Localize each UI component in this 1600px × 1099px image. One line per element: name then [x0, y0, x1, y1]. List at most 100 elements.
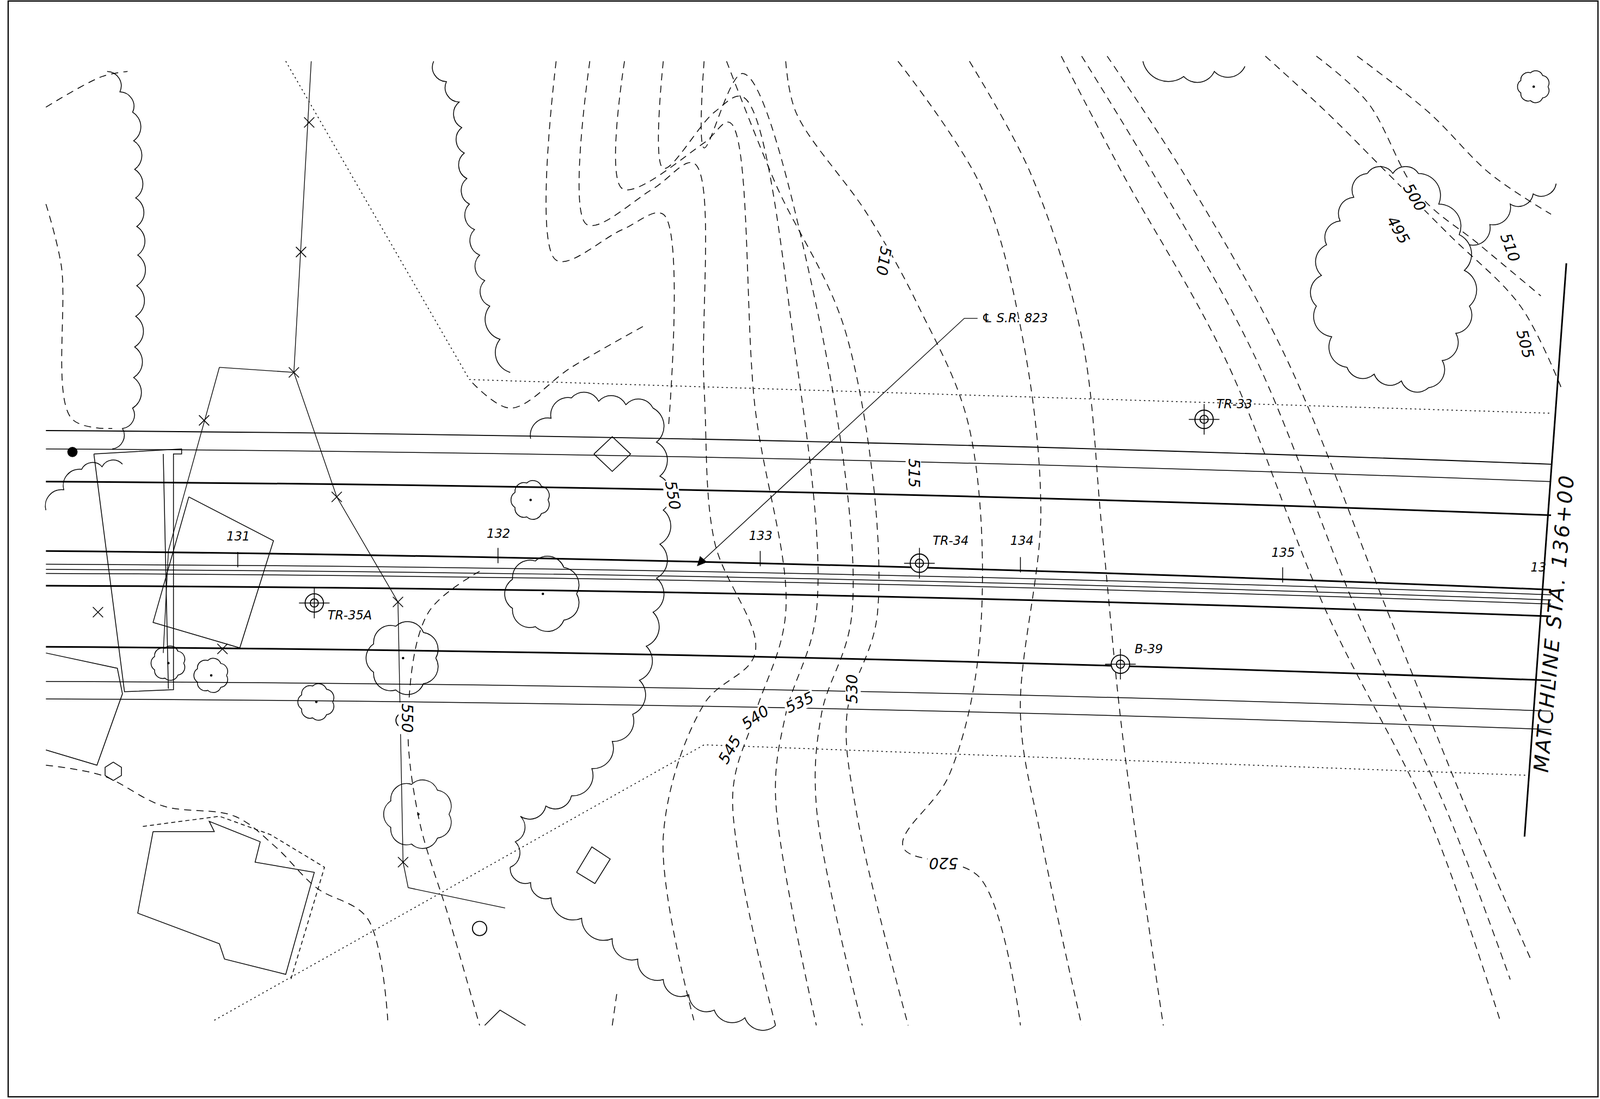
tree-line [107, 71, 146, 450]
contour-label: 515 [905, 457, 922, 489]
property-line [214, 744, 1531, 1021]
tree-trunk [1532, 85, 1535, 88]
utility-pole [472, 921, 487, 936]
fence-line [293, 60, 404, 862]
boring-crosshair [1119, 648, 1121, 680]
contour-label: 505 [1512, 326, 1536, 361]
contour-label: 540 [738, 702, 773, 733]
fence-mark [304, 117, 315, 128]
station-tick [497, 548, 499, 564]
fence-mark [397, 856, 409, 868]
contour-label: 535 [782, 689, 818, 717]
contour-label: 510 [1497, 230, 1523, 266]
road-edge-line [45, 550, 1552, 590]
boring-label: TR-35A [327, 609, 373, 622]
contour-line [785, 60, 1021, 1026]
tree-symbol [1517, 70, 1549, 103]
fence-mark [199, 415, 210, 426]
fence-mark [393, 597, 404, 608]
contour-line [45, 765, 388, 1021]
fence-line [219, 367, 294, 373]
fence-mark [393, 597, 404, 608]
road-edge-line [45, 573, 1552, 604]
boring-crosshair [314, 587, 315, 619]
structure-symbol [484, 1010, 526, 1026]
station-number: 133 [749, 529, 773, 542]
contour-label: 530 [845, 672, 861, 704]
boring-label: B-39 [1134, 642, 1163, 655]
fence-mark [288, 367, 299, 378]
fence-line [402, 862, 505, 909]
tree-line [432, 60, 511, 373]
centerline-label: ℄ S.R. 823 [981, 312, 1048, 325]
fence-mark [93, 607, 104, 618]
fence-mark [397, 856, 409, 868]
contour-line [45, 71, 128, 108]
fence-line [163, 367, 220, 654]
sheet-border [8, 1, 1598, 1097]
contour-line [1061, 56, 1500, 1021]
structure-symbol [593, 436, 631, 472]
station-tick [1020, 556, 1021, 573]
road-edge-line [45, 646, 1552, 681]
contour-line [469, 326, 643, 409]
culvert-outline [163, 454, 169, 689]
contour-line [612, 989, 618, 1026]
contour-label: 500 [1399, 179, 1429, 215]
road-edge-line [45, 449, 1552, 482]
tree-symbol [383, 780, 452, 849]
station-tick [759, 550, 761, 567]
contour-label: 550 [661, 478, 683, 512]
building-outline [152, 497, 274, 648]
tree-trunk [417, 813, 420, 816]
contour-line [701, 60, 863, 1026]
tree-symbol [193, 658, 228, 693]
boring-label: TR-34 [932, 534, 969, 547]
road-edge-line [45, 585, 1552, 617]
fence-mark [288, 367, 299, 378]
contour-line [1357, 56, 1552, 215]
tree-line [45, 460, 123, 511]
boring-crosshair [918, 548, 920, 579]
fence-mark [331, 491, 342, 502]
drawing [45, 56, 1567, 1031]
house-outline [137, 821, 315, 975]
leader-line [702, 318, 978, 562]
tree-trunk [401, 657, 404, 660]
station-number: 134 [1010, 534, 1034, 547]
tree-symbol [504, 556, 580, 632]
fence-mark [93, 607, 104, 618]
building-outline [45, 653, 123, 766]
contour-line [1081, 56, 1511, 980]
station-tick [1282, 567, 1283, 583]
contour-line [615, 60, 787, 1026]
contour-line [45, 204, 113, 429]
hydrant-symbol [105, 762, 122, 781]
contour-label: 510 [872, 243, 894, 277]
contour-line [897, 60, 1082, 1026]
fence-mark [331, 491, 342, 502]
structure-symbol [576, 847, 611, 884]
tree-trunk [210, 674, 213, 677]
station-tick [237, 552, 238, 568]
contour-line [969, 60, 1164, 1026]
contour-line [546, 60, 675, 429]
leader-arrow [696, 556, 708, 567]
house-walk [142, 816, 325, 980]
station-number: 135 [1271, 547, 1296, 560]
contour-label: 495 [1383, 212, 1413, 248]
contour-line [658, 60, 818, 1026]
tree-line [510, 391, 671, 868]
contour-label: 520 [928, 854, 960, 870]
station-number: 131 [226, 530, 250, 543]
fence-mark [304, 117, 315, 128]
contour-line [407, 571, 480, 1026]
boring-label: TR-33 [1216, 397, 1253, 410]
station-number: 132 [486, 527, 511, 540]
contour-label: 545 [715, 732, 745, 768]
fence-mark [296, 247, 307, 258]
contour-label: 550 [398, 702, 414, 734]
tree-trunk [541, 592, 544, 596]
